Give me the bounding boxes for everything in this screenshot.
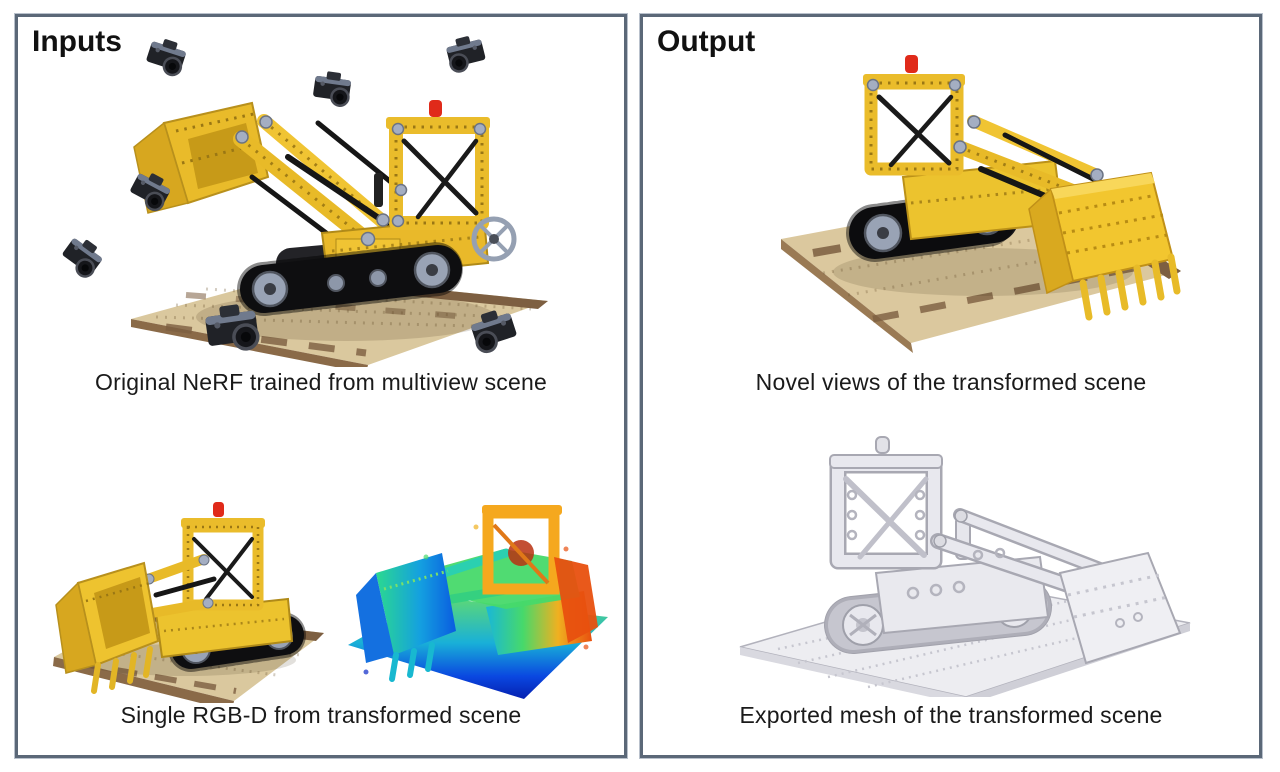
rgb-image — [36, 465, 336, 703]
bucket-tines — [1079, 253, 1181, 321]
beacon-light — [905, 55, 918, 73]
track-sprockets — [251, 251, 451, 308]
inputs-title: Inputs — [32, 25, 122, 58]
camera-icon — [310, 68, 354, 109]
camera-icon — [57, 231, 108, 282]
novel-view-caption: Novel views of the transformed scene — [755, 369, 1147, 395]
crank-wheel — [471, 216, 517, 262]
multiview-scene-image — [36, 27, 614, 367]
lego-bulldozer — [133, 100, 517, 316]
multiview-scene-figure — [57, 31, 548, 367]
mesh-bulldozer — [824, 436, 1182, 665]
depth-map-image: ­ — [336, 457, 618, 705]
mesh-caption: Exported mesh of the transformed scene — [739, 702, 1163, 728]
mesh-image — [728, 425, 1198, 697]
beacon-light — [429, 100, 442, 117]
inputs-panel: Inputs — [15, 14, 627, 758]
novel-view-image — [753, 27, 1193, 363]
multiview-caption: Original NeRF trained from multiview sce… — [95, 369, 547, 395]
output-panel: Output — [640, 14, 1262, 758]
novel-view-figure — [781, 55, 1181, 353]
camera-icon — [142, 34, 190, 79]
depth-point-cloud: ­ — [348, 505, 608, 699]
camera-icon — [443, 31, 489, 75]
mesh-figure — [739, 436, 1191, 697]
depth-map-figure: ­ — [348, 505, 608, 699]
rgb-figure — [53, 502, 324, 703]
rgbd-caption: Single RGB-D from transformed scene — [120, 702, 522, 728]
lego-bulldozer — [846, 55, 1181, 321]
lego-bulldozer — [55, 502, 307, 694]
output-title: Output — [657, 25, 756, 58]
